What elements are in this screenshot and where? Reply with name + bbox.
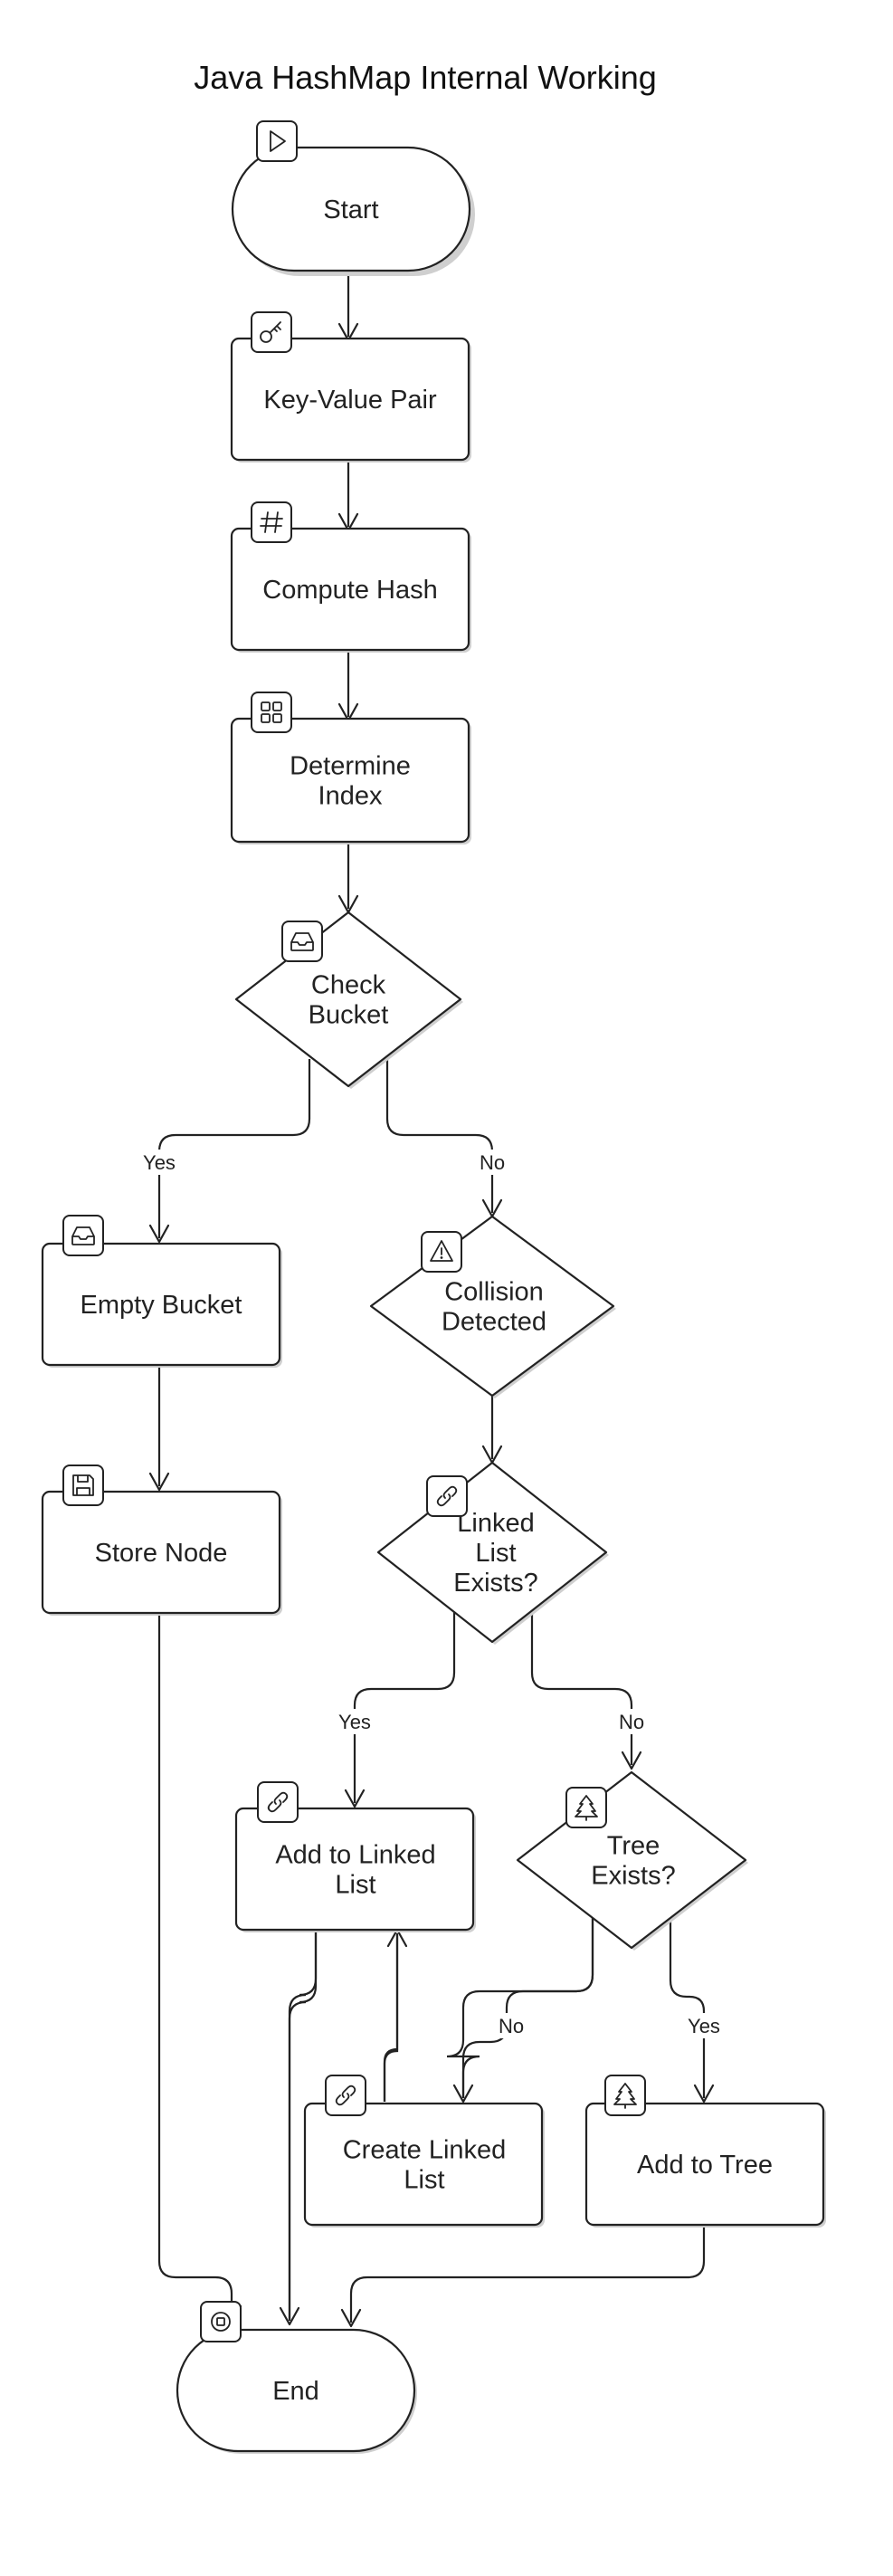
- tree-icon: [565, 1787, 607, 1828]
- node-start[interactable]: Start: [231, 146, 475, 276]
- label-line: Bucket: [309, 1001, 389, 1030]
- label-line: Add to Linked: [275, 1841, 435, 1870]
- link-icon: [426, 1475, 468, 1517]
- edge-tree-no-to-createll: [461, 1913, 594, 2098]
- label-line: Compute Hash: [262, 576, 437, 605]
- node-key-value-pair[interactable]: Key-Value Pair: [230, 337, 471, 463]
- link-icon: [325, 2075, 366, 2116]
- edge-createll-to-addll: [383, 1935, 399, 2102]
- node-start-label: Start: [323, 196, 378, 224]
- edge-label-ll-yes: Yes: [338, 1711, 371, 1733]
- label-line: Check: [311, 971, 386, 1000]
- arrowhead: [693, 2084, 715, 2104]
- label-line: Add to Tree: [637, 2151, 773, 2180]
- tree-icon: [604, 2075, 646, 2116]
- label-line: Detected: [442, 1308, 546, 1337]
- edges: [148, 272, 715, 2328]
- node-compute-hash[interactable]: Compute Hash: [230, 527, 471, 653]
- edge-addtree-to-end: [349, 2223, 706, 2323]
- stop-icon: [200, 2301, 242, 2342]
- warning-icon: [421, 1231, 462, 1273]
- node-store-node[interactable]: Store Node: [41, 1490, 282, 1616]
- edge-ll-yes-to-addll: [353, 1611, 456, 1803]
- edge-labels: Yes No Yes No No Yes: [136, 1150, 727, 2038]
- inbox-icon: [62, 1215, 104, 1256]
- arrowhead: [344, 1789, 366, 1808]
- arrowhead: [148, 1224, 170, 1244]
- label-line: Store Node: [95, 1539, 228, 1568]
- label-line: Exists?: [453, 1569, 537, 1598]
- link-icon: [257, 1781, 299, 1823]
- arrowhead: [621, 1751, 642, 1770]
- label-line: Index: [318, 782, 383, 811]
- label-line: Determine: [290, 752, 411, 781]
- edge-store-to-end: [157, 1613, 233, 2319]
- label-line: Tree: [607, 1832, 660, 1861]
- node-add-to-tree[interactable]: Add to Tree: [584, 2102, 826, 2228]
- label-line: List: [335, 1871, 375, 1900]
- edge-label-ll-no: No: [619, 1711, 644, 1733]
- label-line: Key-Value Pair: [263, 386, 437, 415]
- edge-tree-yes-to-addtree: [669, 1913, 706, 2098]
- edge-label-bucket-no: No: [480, 1151, 505, 1174]
- label-line: List: [475, 1539, 516, 1568]
- edge-tree-no-to-createll: [446, 1913, 594, 2098]
- label-line: Create Linked: [343, 2136, 507, 2165]
- arrowhead: [452, 2084, 474, 2104]
- label-line: Start: [323, 196, 378, 224]
- edge-label-tree-no: No: [499, 2015, 524, 2037]
- play-icon: [256, 120, 298, 162]
- label-line: List: [404, 2166, 444, 2195]
- edge-createll-to-addll: [383, 1933, 399, 2102]
- node-store-node-label: Store Node: [95, 1539, 228, 1568]
- node-key-value-pair-label: Key-Value Pair: [263, 386, 437, 415]
- arrowhead: [279, 2306, 300, 2326]
- hash-icon: [251, 501, 292, 543]
- edge-ll-no-to-tree: [530, 1611, 633, 1765]
- edge-label-bucket-yes: Yes: [143, 1151, 176, 1174]
- save-icon: [62, 1465, 104, 1506]
- arrowhead: [340, 2308, 362, 2328]
- label-line: Linked: [457, 1509, 534, 1538]
- edge-bucket-no-to-collision: [385, 1059, 494, 1213]
- node-empty-bucket[interactable]: Empty Bucket: [41, 1242, 282, 1368]
- node-add-to-tree-label: Add to Tree: [637, 2151, 773, 2180]
- edge-addll-to-end: [288, 1930, 318, 2321]
- node-end-label: End: [272, 2377, 319, 2406]
- label-line: End: [272, 2377, 319, 2406]
- node-empty-bucket-label: Empty Bucket: [81, 1291, 242, 1320]
- node-end[interactable]: End: [176, 2328, 417, 2454]
- node-compute-hash-label: Compute Hash: [262, 576, 437, 605]
- edge-label-tree-yes: Yes: [688, 2015, 720, 2037]
- edge-bucket-yes-to-empty: [157, 1059, 311, 1238]
- key-icon: [251, 311, 292, 353]
- label-line: Exists?: [591, 1862, 675, 1891]
- label-line: Empty Bucket: [81, 1291, 242, 1320]
- label-line: Collision: [444, 1278, 544, 1307]
- arrowhead: [148, 1472, 170, 1492]
- diagram-title: Java HashMap Internal Working: [194, 59, 657, 96]
- grid-icon: [251, 692, 292, 733]
- inbox-icon: [281, 921, 323, 962]
